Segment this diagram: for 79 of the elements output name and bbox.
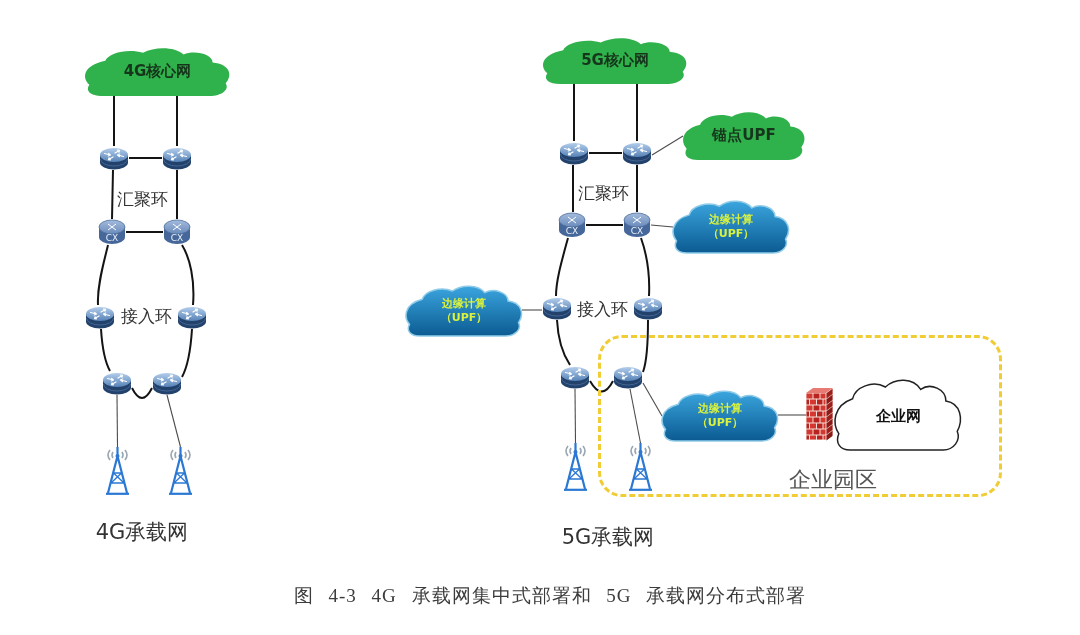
network-title: 5G承载网 bbox=[561, 524, 655, 551]
cloud-label: 企业网 bbox=[875, 407, 921, 427]
router-icon bbox=[99, 146, 129, 170]
link-line bbox=[131, 387, 153, 399]
link-line bbox=[113, 95, 115, 147]
link-line bbox=[589, 380, 614, 393]
link-line bbox=[166, 394, 182, 448]
router-icon bbox=[177, 305, 207, 329]
link-line bbox=[640, 237, 651, 297]
switch-node bbox=[163, 219, 191, 245]
cloud bbox=[662, 391, 778, 441]
cloud bbox=[683, 112, 805, 160]
cloud-label: 锚点UPF bbox=[712, 126, 776, 146]
cloud-label: 5G核心网 bbox=[581, 51, 649, 71]
tower-icon bbox=[627, 443, 654, 491]
cloud bbox=[835, 380, 961, 450]
zone-label: 企业园区 bbox=[789, 466, 877, 494]
cloud bbox=[673, 201, 789, 253]
link-line bbox=[777, 414, 807, 416]
link-line bbox=[585, 224, 624, 226]
router-icon bbox=[559, 141, 589, 165]
firewall-icon bbox=[806, 388, 833, 440]
link-line bbox=[125, 231, 164, 233]
link-line bbox=[636, 164, 638, 213]
link-line bbox=[572, 164, 574, 213]
link-line bbox=[96, 244, 109, 306]
tower-icon bbox=[167, 447, 194, 495]
router-icon bbox=[542, 296, 572, 320]
cloud-label: 边缘计算（UPF） bbox=[695, 401, 745, 431]
link-line bbox=[650, 224, 674, 228]
link-line bbox=[556, 319, 571, 366]
link-line bbox=[181, 244, 195, 306]
router-icon bbox=[633, 296, 663, 320]
device-label: CX bbox=[170, 233, 184, 243]
link-line bbox=[642, 382, 663, 417]
link-line bbox=[100, 328, 111, 372]
router-icon bbox=[162, 146, 192, 170]
switch-node bbox=[98, 219, 126, 245]
router-icon bbox=[85, 305, 115, 329]
cloud-label: 4G核心网 bbox=[123, 62, 192, 82]
ring-label: 接入环 bbox=[120, 304, 172, 328]
cloud-label: 边缘计算（UPF） bbox=[439, 296, 489, 326]
link-line bbox=[573, 83, 575, 142]
cloud bbox=[543, 38, 687, 84]
figure-caption: 图 4-3 4G 承载网集中式部署和 5G 承载网分布式部署 bbox=[293, 584, 807, 608]
router-icon bbox=[560, 365, 590, 389]
router-icon bbox=[613, 365, 643, 389]
ring-label: 接入环 bbox=[576, 297, 628, 321]
link-line bbox=[642, 319, 649, 373]
cloud bbox=[406, 286, 522, 336]
cloud bbox=[85, 48, 230, 96]
link-line bbox=[588, 152, 623, 154]
link-line bbox=[555, 237, 569, 297]
cloud-label: 边缘计算（UPF） bbox=[706, 212, 756, 242]
device-label: CX bbox=[105, 233, 119, 243]
link-line bbox=[176, 95, 178, 147]
link-line bbox=[128, 157, 163, 159]
link-line bbox=[521, 309, 543, 311]
ring-label: 汇聚环 bbox=[116, 187, 168, 211]
link-line bbox=[111, 169, 114, 220]
link-line bbox=[181, 328, 193, 378]
link-line bbox=[116, 394, 119, 448]
link-line bbox=[636, 83, 638, 142]
switch-node bbox=[623, 212, 651, 238]
router-icon bbox=[102, 371, 132, 395]
link-line bbox=[651, 135, 684, 156]
tower-icon bbox=[562, 443, 589, 491]
ring-label: 汇聚环 bbox=[577, 181, 629, 205]
router-icon bbox=[152, 371, 182, 395]
device-label: CX bbox=[630, 226, 644, 236]
device-label: CX bbox=[565, 226, 579, 236]
tower-icon bbox=[104, 447, 131, 495]
switch-node bbox=[558, 212, 586, 238]
link-line bbox=[629, 388, 642, 444]
link-line bbox=[176, 169, 178, 220]
zone-frame bbox=[598, 335, 1002, 497]
router-icon bbox=[622, 141, 652, 165]
link-line bbox=[574, 388, 577, 444]
network-title: 4G承载网 bbox=[95, 519, 189, 546]
